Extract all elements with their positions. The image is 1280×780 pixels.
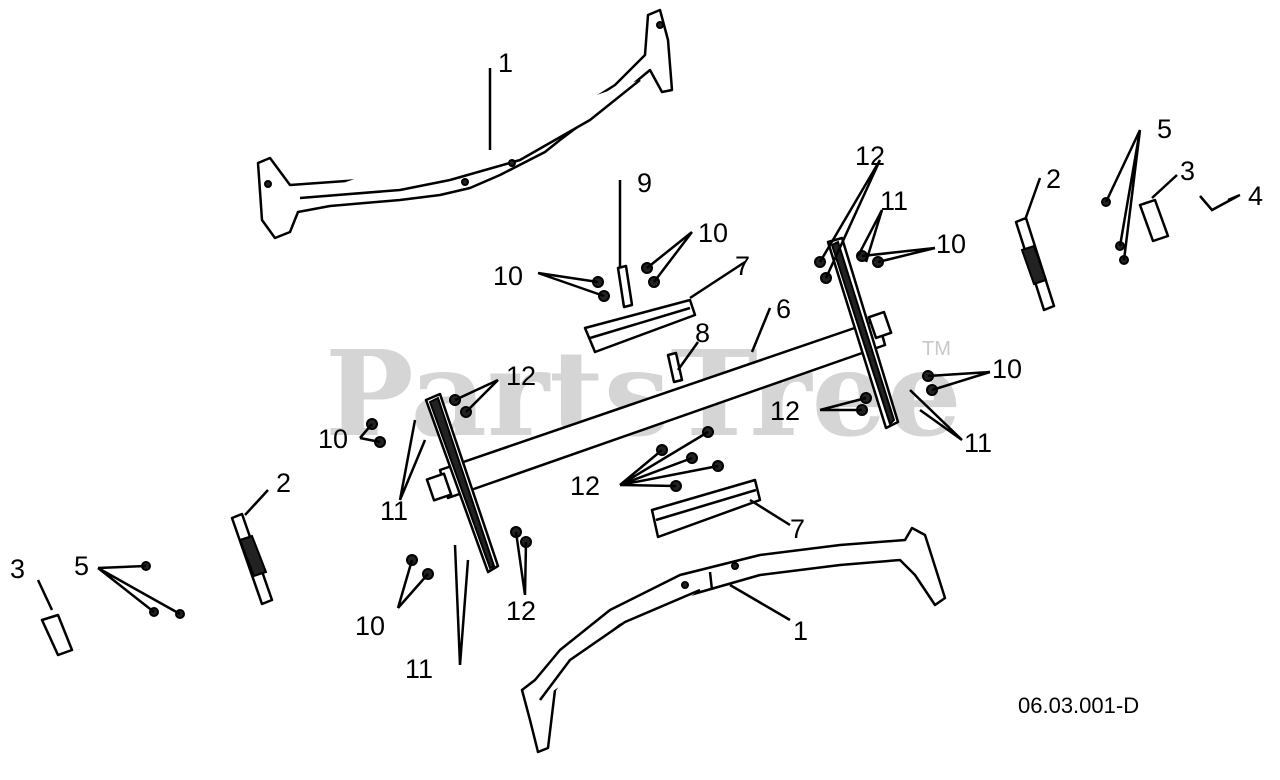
callout-labels: 1 1 2 2 3 3 4 5 5 6 7 7 8 9 10 10 10 10 … xyxy=(10,48,1263,684)
part-3-left-cap[interactable] xyxy=(40,613,74,657)
part-1-top-brace[interactable] xyxy=(256,8,674,240)
callout-2-right: 2 xyxy=(1046,164,1061,194)
callout-6: 6 xyxy=(776,294,791,324)
callout-10-a: 10 xyxy=(493,261,523,291)
part-2-right-guard[interactable] xyxy=(1014,216,1056,312)
callout-10-e: 10 xyxy=(992,354,1022,384)
callout-10-b: 10 xyxy=(698,218,728,248)
callout-11-b: 11 xyxy=(880,186,908,216)
callout-11-d: 11 xyxy=(405,654,433,684)
callout-4: 4 xyxy=(1248,181,1263,211)
part-1-bottom-brace[interactable] xyxy=(520,526,947,754)
callout-10-c: 10 xyxy=(318,424,348,454)
left-side-plate[interactable] xyxy=(424,392,500,574)
callout-1-top: 1 xyxy=(498,48,513,78)
watermark-trademark: TM xyxy=(922,338,951,360)
part-2-left-guard[interactable] xyxy=(230,512,274,606)
callout-12-c: 12 xyxy=(770,396,800,426)
callout-3-right: 3 xyxy=(1180,156,1195,186)
part-9-pin[interactable] xyxy=(616,264,634,309)
part-8-pin[interactable] xyxy=(666,351,684,384)
callout-12-e: 12 xyxy=(506,596,536,626)
callout-7-top: 7 xyxy=(735,251,750,281)
callout-1-bottom: 1 xyxy=(793,616,808,646)
callout-10-d: 10 xyxy=(936,229,966,259)
callout-3-left: 3 xyxy=(10,554,25,584)
callout-7-bottom: 7 xyxy=(790,514,805,544)
callout-12-b: 12 xyxy=(855,141,885,171)
leader-lines xyxy=(36,68,1241,666)
part-7-bottom-block[interactable] xyxy=(650,478,762,539)
callout-12-a: 12 xyxy=(506,361,536,391)
callout-2-left: 2 xyxy=(276,468,291,498)
callout-5-left: 5 xyxy=(74,551,89,581)
callout-8: 8 xyxy=(695,318,710,348)
callout-5-right: 5 xyxy=(1157,114,1172,144)
part-7-top-block[interactable] xyxy=(583,298,697,354)
callout-11-a: 11 xyxy=(380,496,408,526)
drawing-code: 06.03.001-D xyxy=(1018,693,1139,718)
callout-12-d: 12 xyxy=(570,471,600,501)
callout-10-f: 10 xyxy=(355,611,385,641)
part-6-axle[interactable] xyxy=(425,310,893,502)
right-side-plate[interactable] xyxy=(826,236,900,430)
callout-9: 9 xyxy=(637,168,652,198)
part-3-right-cap[interactable] xyxy=(1138,198,1170,243)
callout-11-c: 11 xyxy=(964,428,992,458)
